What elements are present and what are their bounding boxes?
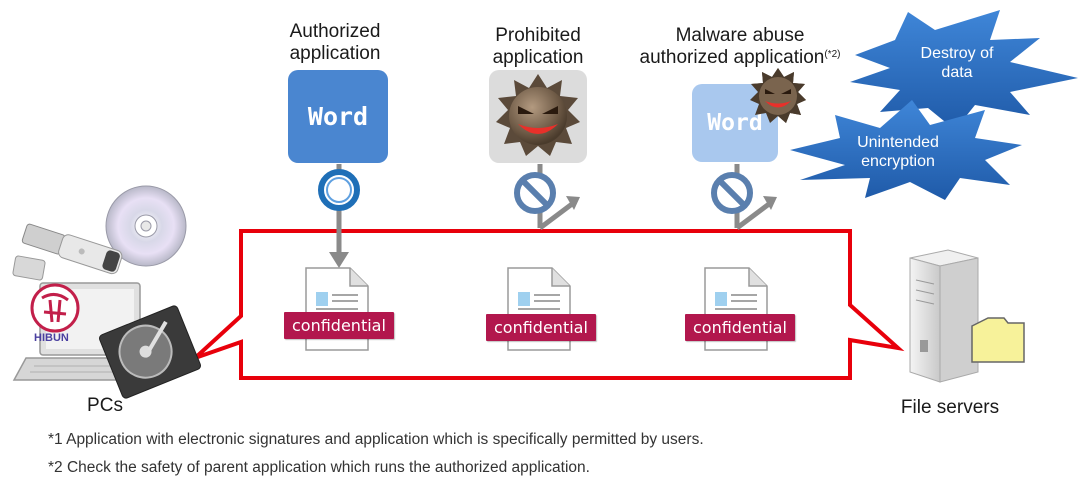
pcs-label: PCs [87,395,123,416]
burst-destroy-line2: data [941,64,973,81]
malware-icon [496,74,580,156]
word-app-label: Word [307,102,369,131]
allow-icon [318,169,360,211]
hard-disk-icon [99,305,201,399]
file-servers-label: File servers [900,397,1000,418]
confidential-label: confidential [284,312,394,339]
malware-title-line1: Malware abuse [675,25,805,46]
burst-destroy-data [850,10,1078,130]
abused-word-app-label: Word [707,110,763,136]
server-icon [909,249,979,383]
authorized-title: Authorized application [275,21,395,65]
prohibited-title-line2: application [492,47,584,68]
prohibited-title-line1: Prohibited [495,25,581,46]
authorized-title-line1: Authorized [289,21,381,42]
word-app-tile: Word [288,70,388,163]
hibun-logo-text: HIBUN [34,332,69,344]
burst-destroy-data-text: Destroy of data [905,44,1009,82]
cd-icon [105,185,187,267]
prohibited-title: Prohibited application [478,25,598,69]
deny-icon [514,172,556,214]
confidential-label: confidential [685,314,795,341]
burst-encryption-line2: encryption [861,153,935,170]
burst-unintended-encryption [790,100,1022,200]
hibun-logo [30,283,80,333]
usb-drive-icon [21,223,123,275]
confidential-label: confidential [486,314,596,341]
folder-icon [971,317,1025,363]
malware-title-footnote-ref: (*2) [824,49,841,60]
deny-icon [711,172,753,214]
malware-title-line2: authorized application [639,47,825,68]
burst-encryption-line1: Unintended [857,134,939,151]
burst-encryption-text: Unintended encryption [846,133,950,171]
usb-cap-icon [12,255,46,281]
authorized-title-line2: application [289,43,381,64]
footnote-2: *2 Check the safety of parent applicatio… [48,459,590,476]
footnote-1: *1 Application with electronic signature… [48,431,704,448]
malware-title: Malware abuse authorized application(*2) [615,25,865,69]
abused-word-app-tile: Word [692,84,778,162]
burst-destroy-line1: Destroy of [920,45,994,62]
